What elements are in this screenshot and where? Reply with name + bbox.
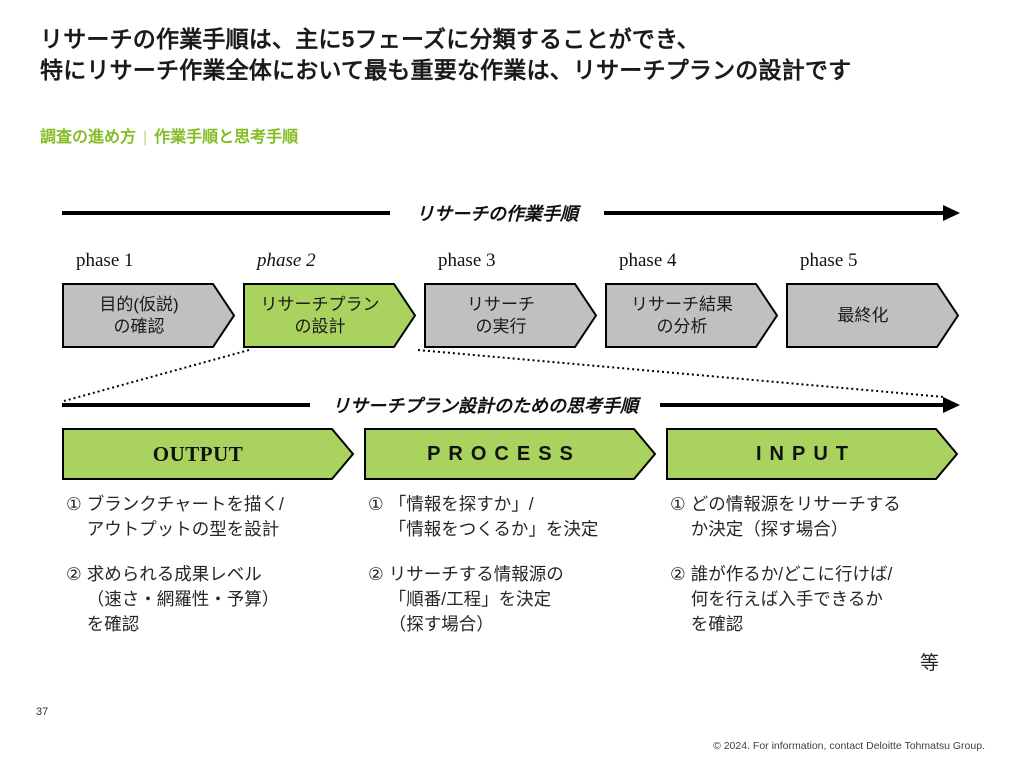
slide-title: リサーチの作業手順は、主に5フェーズに分類することができ、 特にリサーチ作業全体… bbox=[40, 24, 851, 86]
phase-5-chevron: 最終化 bbox=[786, 283, 960, 348]
step-column-output: ① ブランクチャートを描く/ アウトプットの型を設計 ② 求められる成果レベル … bbox=[62, 492, 355, 657]
step-column-input: ① どの情報源をリサーチする か決定（探す場合） ② 誰が作るか/どこに行けば/… bbox=[666, 492, 959, 657]
list-item: ① 「情報を探すか」/ 「情報をつくるか」を決定 bbox=[368, 492, 657, 542]
process-arrow-label: リサーチの作業手順 bbox=[416, 204, 578, 224]
chevron-shape bbox=[243, 283, 417, 348]
step-output-label: OUTPUT bbox=[152, 441, 244, 466]
step-process-label: PROCESS bbox=[427, 442, 581, 465]
arrow-line-tail bbox=[660, 403, 943, 407]
phase-4-chevron-label: リサーチ結果 の分析 bbox=[631, 295, 733, 336]
step-input-label: INPUT bbox=[756, 442, 856, 465]
phase-1-chevron: 目的(仮説) の確認 bbox=[62, 283, 236, 348]
subtitle-topic-label: 作業手順と思考手順 bbox=[154, 129, 299, 146]
item-marker: ① bbox=[368, 494, 384, 514]
copyright-notice: © 2024. For information, contact Deloitt… bbox=[713, 740, 985, 752]
arrow-line-lead bbox=[62, 403, 310, 407]
step-chevron-process: PROCESS bbox=[364, 428, 657, 480]
phase-labels-row: phase 1 phase 2 phase 3 phase 4 phase 5 bbox=[62, 250, 967, 272]
phase-3-chevron-label: リサーチ の実行 bbox=[467, 295, 535, 336]
phase-3-label: phase 3 bbox=[438, 250, 496, 271]
arrow-line-tail-wrap bbox=[604, 205, 960, 221]
chevron-shape bbox=[786, 283, 960, 348]
step-column-process: ① 「情報を探すか」/ 「情報をつくるか」を決定 ② リサーチする情報源の 「順… bbox=[364, 492, 657, 657]
etc-label: 等 bbox=[920, 653, 940, 674]
phase-1-chevron-label: 目的(仮説) の確認 bbox=[99, 295, 179, 336]
item-marker: ① bbox=[670, 494, 686, 514]
item-text: ブランクチャートを描く/ アウトプットの型を設計 bbox=[86, 494, 284, 539]
subtitle-separator: | bbox=[143, 129, 148, 146]
item-marker: ① bbox=[66, 494, 82, 514]
chevron-shape bbox=[62, 428, 355, 480]
list-item: ② リサーチする情報源の 「順番/工程」を決定 （探す場合） bbox=[368, 562, 657, 637]
slide-title-line-1: リサーチの作業手順は、主に5フェーズに分類することができ、 bbox=[40, 26, 700, 52]
chevron-shape bbox=[424, 283, 598, 348]
arrowhead-icon bbox=[943, 397, 960, 413]
item-text: 誰が作るか/どこに行けば/ 何を行えば入手できるか を確認 bbox=[690, 564, 893, 634]
list-item: ① ブランクチャートを描く/ アウトプットの型を設計 bbox=[66, 492, 355, 542]
phase-chevron-row: 目的(仮説) の確認 リサーチプラン の設計 リサーチ の実行 リサーチ結果 の… bbox=[62, 283, 960, 348]
list-item: ② 誰が作るか/どこに行けば/ 何を行えば入手できるか を確認 bbox=[670, 562, 959, 637]
arrow-line-tail bbox=[604, 211, 943, 215]
chevron-shape bbox=[62, 283, 236, 348]
list-item: ① どの情報源をリサーチする か決定（探す場合） bbox=[670, 492, 959, 542]
step-chevron-input: INPUT bbox=[666, 428, 959, 480]
step-chevron-row: OUTPUT PROCESS INPUT bbox=[62, 428, 959, 480]
chevron-shape bbox=[364, 428, 657, 480]
slide-subtitle: 調査の進め方 | 作業手順と思考手順 bbox=[40, 123, 298, 147]
phase-5-chevron-label: 最終化 bbox=[837, 305, 889, 325]
arrowhead-icon bbox=[943, 205, 960, 221]
phase-2-chevron-label: リサーチプラン の設計 bbox=[260, 295, 380, 336]
arrow-line-lead bbox=[62, 211, 390, 215]
phase-2-chevron: リサーチプラン の設計 bbox=[243, 283, 417, 348]
item-text: 「情報を探すか」/ 「情報をつくるか」を決定 bbox=[388, 494, 599, 539]
thinking-arrow-header: リサーチプラン設計のための思考手順 bbox=[62, 389, 960, 421]
process-arrow-header: リサーチの作業手順 bbox=[62, 196, 960, 230]
phase-3-chevron: リサーチ の実行 bbox=[424, 283, 598, 348]
arrow-line-tail-wrap bbox=[660, 397, 960, 413]
item-text: 求められる成果レベル （速さ・網羅性・予算） を確認 bbox=[86, 564, 280, 634]
phase-5-label: phase 5 bbox=[800, 250, 858, 271]
slide-title-line-2: 特にリサーチ作業全体において最も重要な作業は、リサーチプランの設計です bbox=[40, 57, 852, 83]
item-marker: ② bbox=[66, 564, 82, 584]
phase-4-label: phase 4 bbox=[619, 250, 677, 271]
list-item: ② 求められる成果レベル （速さ・網羅性・予算） を確認 bbox=[66, 562, 355, 637]
phase-4-chevron: リサーチ結果 の分析 bbox=[605, 283, 779, 348]
item-text: どの情報源をリサーチする か決定（探す場合） bbox=[690, 494, 901, 539]
page-number: 37 bbox=[36, 706, 49, 718]
subtitle-section-label: 調査の進め方 bbox=[40, 129, 137, 146]
thinking-arrow-label: リサーチプラン設計のための思考手順 bbox=[332, 396, 638, 416]
item-text: リサーチする情報源の 「順番/工程」を決定 （探す場合） bbox=[388, 564, 564, 634]
phase-2-label: phase 2 bbox=[257, 250, 316, 271]
chevron-shape bbox=[666, 428, 959, 480]
item-marker: ② bbox=[670, 564, 686, 584]
phase-1-label: phase 1 bbox=[76, 250, 134, 271]
step-columns: ① ブランクチャートを描く/ アウトプットの型を設計 ② 求められる成果レベル … bbox=[62, 492, 959, 657]
chevron-shape bbox=[605, 283, 779, 348]
step-chevron-output: OUTPUT bbox=[62, 428, 355, 480]
item-marker: ② bbox=[368, 564, 384, 584]
